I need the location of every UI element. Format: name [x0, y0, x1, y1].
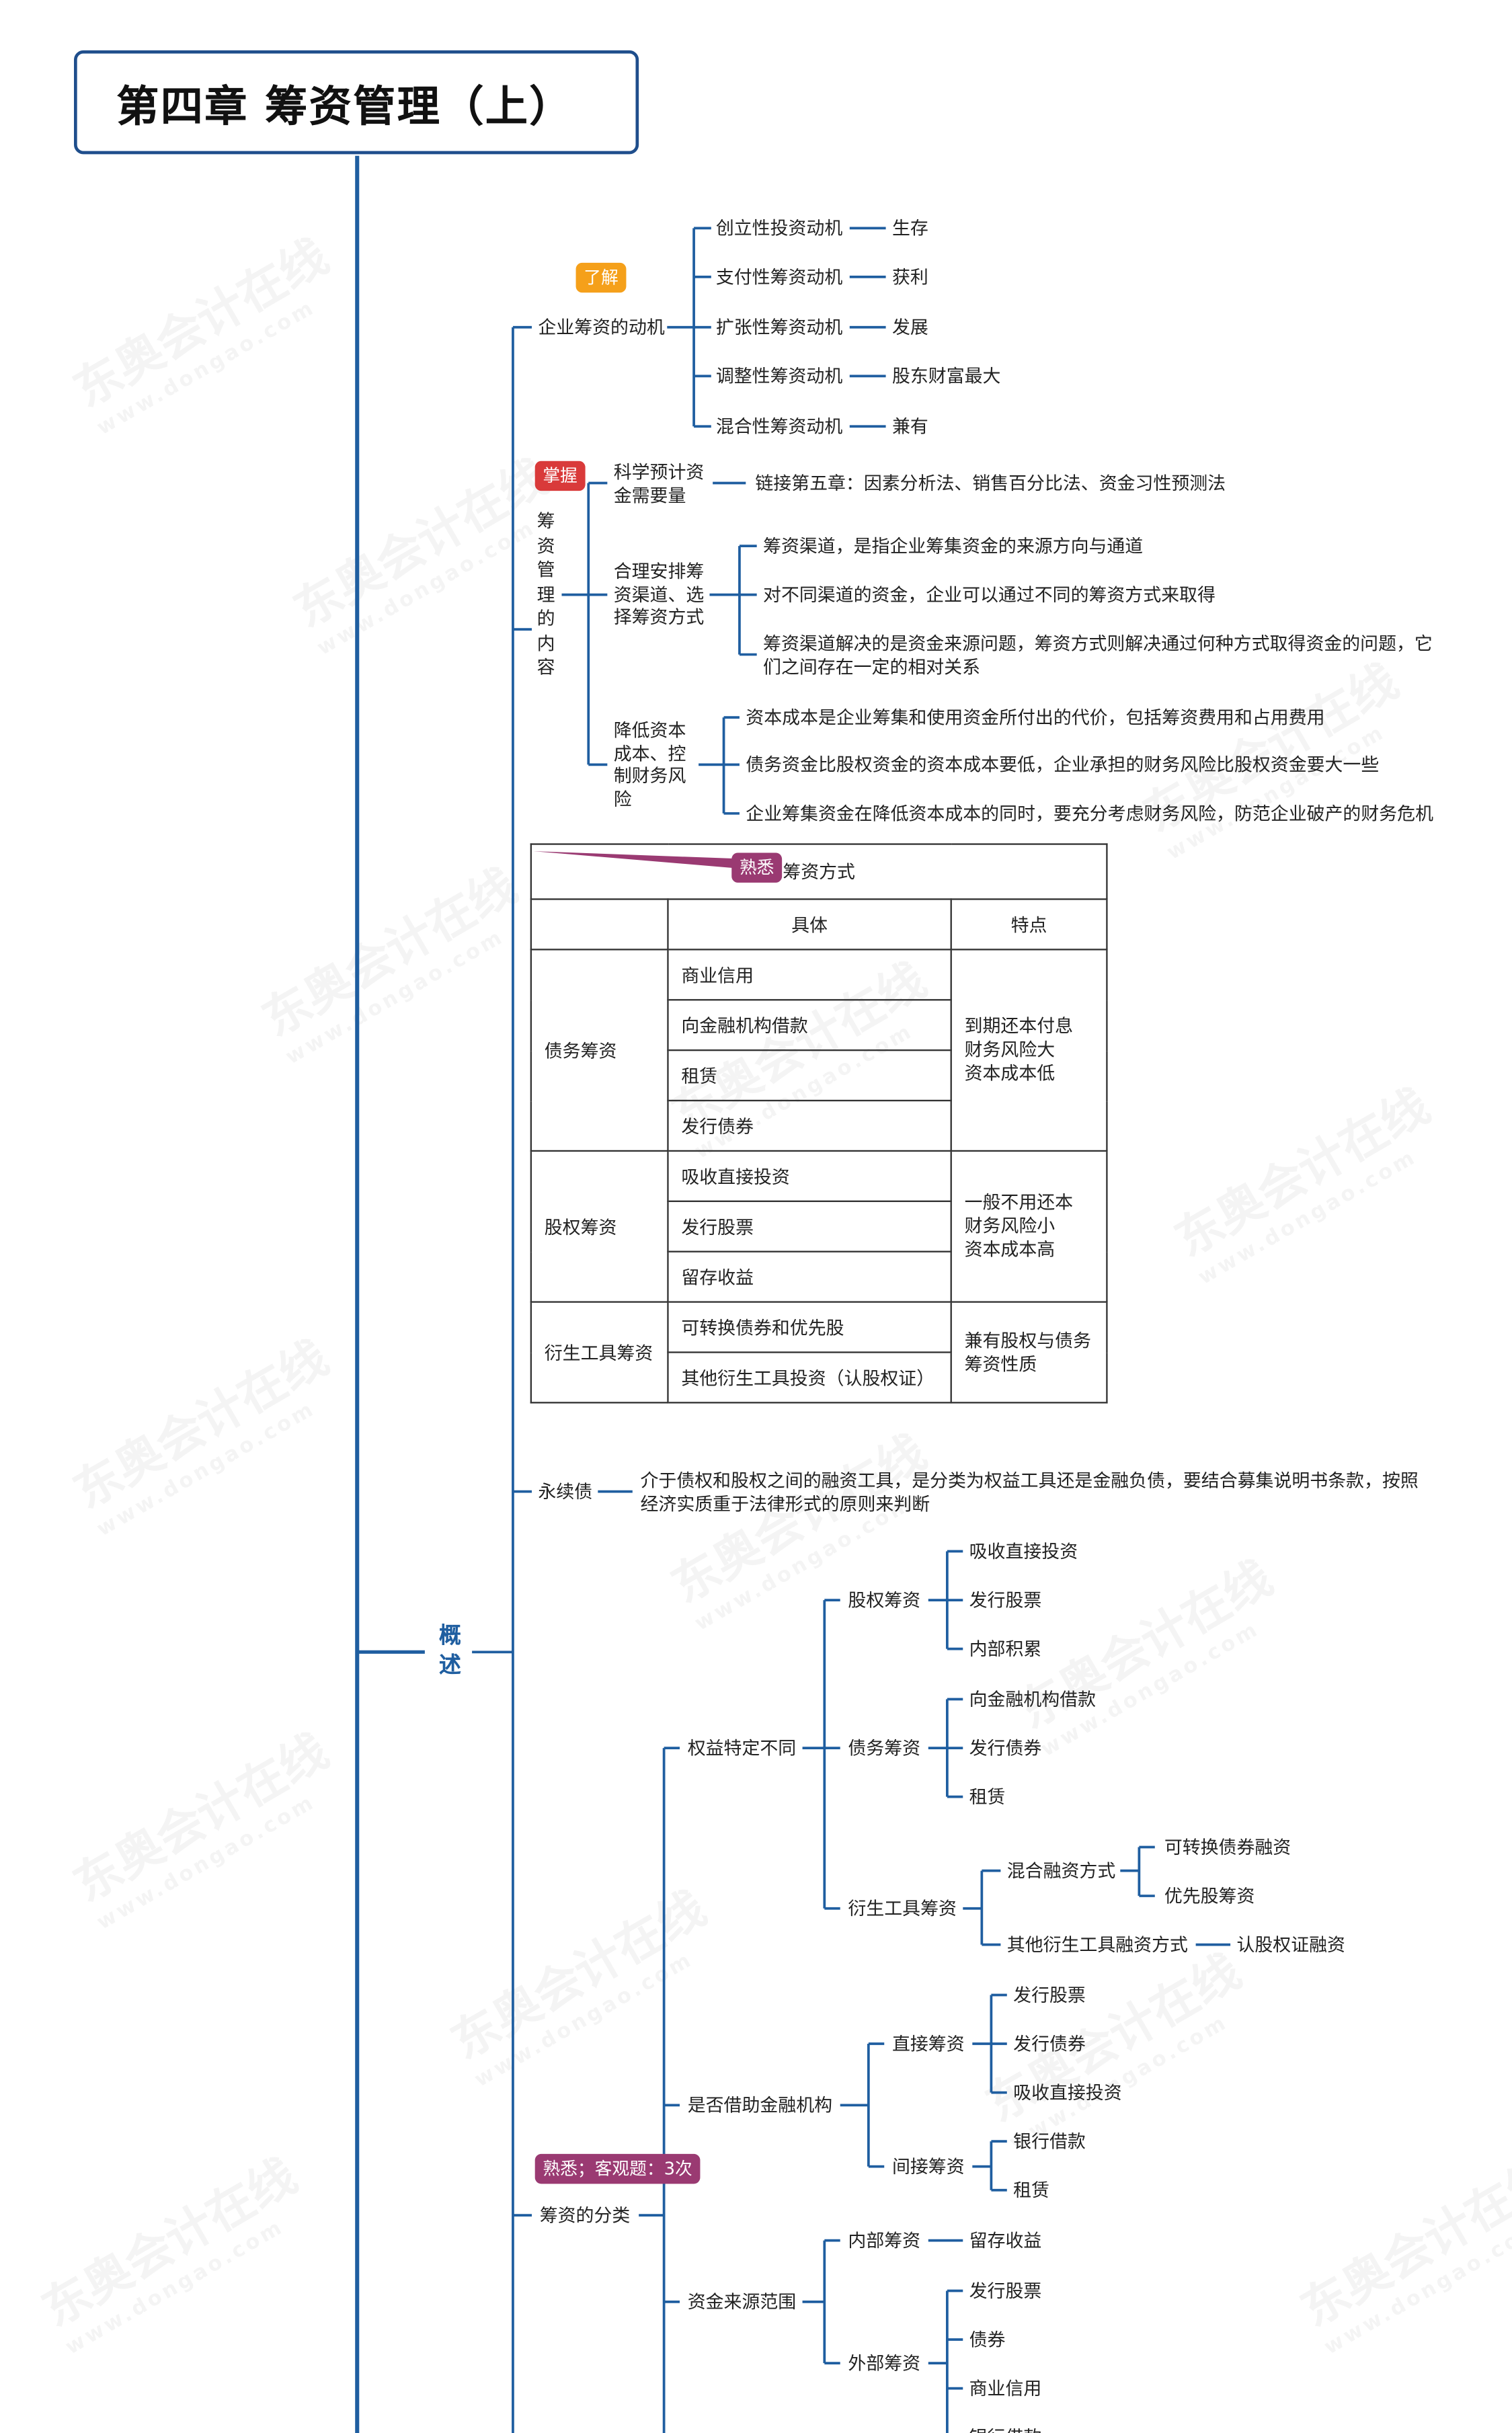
node-motivation: 企业筹资的动机 [538, 316, 665, 339]
table-item: 其他衍生工具投资（认股权证） [667, 1351, 952, 1404]
node-direct-financing: 直接筹资 [891, 2032, 965, 2055]
node-equity-rights: 权益特定不同 [687, 1737, 797, 1759]
cost-detail: 资本成本是企业筹集和使用资金所付出的代价，包括筹资费用和占用费用 [746, 706, 1325, 729]
leaf: 吸收直接投资 [969, 1540, 1078, 1562]
page-title: 第四章 筹资管理（上） [116, 83, 573, 132]
leaf: 向金融机构借款 [969, 1688, 1097, 1710]
leaf: 内部积累 [969, 1638, 1042, 1661]
motivation-item: 混合性筹资动机 [715, 415, 843, 438]
cost-detail: 债务资金比股权资金的资本成本要低，企业承担的财务风险比股权资金要大一些 [746, 754, 1380, 776]
badge-master: 掌握 [534, 461, 586, 491]
table-group-name: 股权筹资 [530, 1150, 669, 1303]
badge-familiar: 熟悉 [731, 852, 783, 883]
leaf: 优先股筹资 [1164, 1884, 1255, 1907]
node-cost-risk: 降低资本成本、控制财务风险 [613, 719, 686, 810]
motivation-goal: 获利 [891, 266, 928, 288]
title-box [73, 50, 639, 155]
table-header: 特点 [950, 898, 1108, 951]
node-estimate: 科学预计资金需要量 [613, 461, 705, 506]
table-caption: 筹资方式 [530, 843, 1108, 900]
badge-understand: 了解 [575, 262, 627, 293]
motivation-item: 扩张性筹资动机 [715, 316, 843, 339]
node-indirect-financing: 间接筹资 [891, 2155, 965, 2178]
node-derivative-financing: 衍生工具筹资 [848, 1897, 957, 1920]
badge-familiar-exam: 熟悉；客观题：3次 [534, 2153, 701, 2184]
leaf: 可转换债券融资 [1164, 1836, 1291, 1858]
table-item: 租赁 [667, 1049, 952, 1102]
node-channels: 合理安排筹资渠道、选择筹资方式 [613, 560, 705, 628]
leaf: 商业信用 [969, 2377, 1042, 2399]
motivation-item: 调整性筹资动机 [715, 364, 843, 387]
cost-detail: 企业筹集资金在降低资本成本的同时，要充分考虑财务风险，防范企业破产的财务危机 [746, 802, 1434, 825]
node-stock-financing: 股权筹资 [848, 1589, 921, 1611]
motivation-item: 支付性筹资动机 [715, 266, 843, 288]
table-group-name: 债务筹资 [530, 949, 669, 1152]
motivation-goal: 发展 [891, 316, 928, 339]
channels-detail: 筹资渠道，是指企业筹集资金的来源方向与通道 [763, 534, 1144, 557]
leaf: 银行借款 [969, 2426, 1042, 2433]
table-item: 吸收直接投资 [667, 1150, 952, 1202]
table-trait: 到期还本付息 财务风险大 资本成本低 [950, 949, 1108, 1152]
table-trait: 一般不用还本 财务风险小 资本成本高 [950, 1150, 1108, 1303]
table-group-name: 衍生工具筹资 [530, 1301, 669, 1404]
table-item: 商业信用 [667, 949, 952, 1001]
root-node: 概述 [438, 1624, 461, 1679]
leaf: 发行股票 [969, 1589, 1042, 1611]
leaf: 发行债券 [1013, 2032, 1086, 2055]
leaf: 认股权证融资 [1236, 1933, 1345, 1956]
table-item: 可转换债券和优先股 [667, 1301, 952, 1353]
leaf: 发行股票 [1013, 1984, 1086, 2006]
leaf: 发行股票 [969, 2280, 1042, 2302]
leaf: 租赁 [969, 1786, 1006, 1808]
motivation-goal: 生存 [891, 216, 928, 239]
leaf: 留存收益 [969, 2229, 1042, 2251]
estimate-detail: 链接第五章：因素分析法、销售百分比法、资金习性预测法 [755, 472, 1226, 494]
leaf: 银行借款 [1013, 2130, 1086, 2153]
node-other-derivative: 其他衍生工具融资方式 [1006, 1933, 1188, 1956]
node-classification: 筹资的分类 [539, 2204, 631, 2227]
leaf: 债券 [969, 2328, 1006, 2351]
node-external-financing: 外部筹资 [848, 2352, 921, 2375]
table-trait: 兼有股权与债务筹资性质 [950, 1301, 1108, 1404]
node-mixed-financing: 混合融资方式 [1006, 1860, 1116, 1882]
node-fund-source: 资金来源范围 [687, 2290, 797, 2313]
table-header-empty [530, 898, 669, 951]
motivation-goal: 股东财富最大 [891, 364, 1001, 387]
motivation-goal: 兼有 [891, 415, 928, 438]
motivation-item: 创立性投资动机 [715, 216, 843, 239]
table-item: 向金融机构借款 [667, 999, 952, 1051]
node-debt-financing: 债务筹资 [848, 1737, 921, 1759]
table-item: 发行债券 [667, 1099, 952, 1152]
node-financial-institution: 是否借助金融机构 [687, 2093, 833, 2116]
financing-methods-table: 筹资方式 具体 特点 债务筹资 商业信用 到期还本付息 财务风险大 资本成本低 … [530, 843, 1108, 1404]
table-item: 留存收益 [667, 1250, 952, 1303]
node-perpetual-bond: 永续债 [538, 1480, 593, 1503]
leaf: 吸收直接投资 [1013, 2081, 1122, 2104]
leaf: 租赁 [1013, 2179, 1049, 2202]
leaf: 发行债券 [969, 1737, 1042, 1759]
channels-detail: 筹资渠道解决的是资金来源问题，筹资方式则解决通过何种方式取得资金的问题，它们之间… [763, 632, 1433, 678]
node-internal-financing: 内部筹资 [848, 2229, 921, 2251]
channels-detail: 对不同渠道的资金，企业可以通过不同的筹资方式来取得 [763, 584, 1216, 606]
table-header: 具体 [667, 898, 952, 951]
perpetual-detail: 介于债权和股权之间的融资工具，是分类为权益工具还是金融负债，要结合募集说明书条款… [640, 1469, 1419, 1515]
table-item: 发行股票 [667, 1200, 952, 1252]
node-content: 筹资管理的内容 [536, 510, 555, 678]
